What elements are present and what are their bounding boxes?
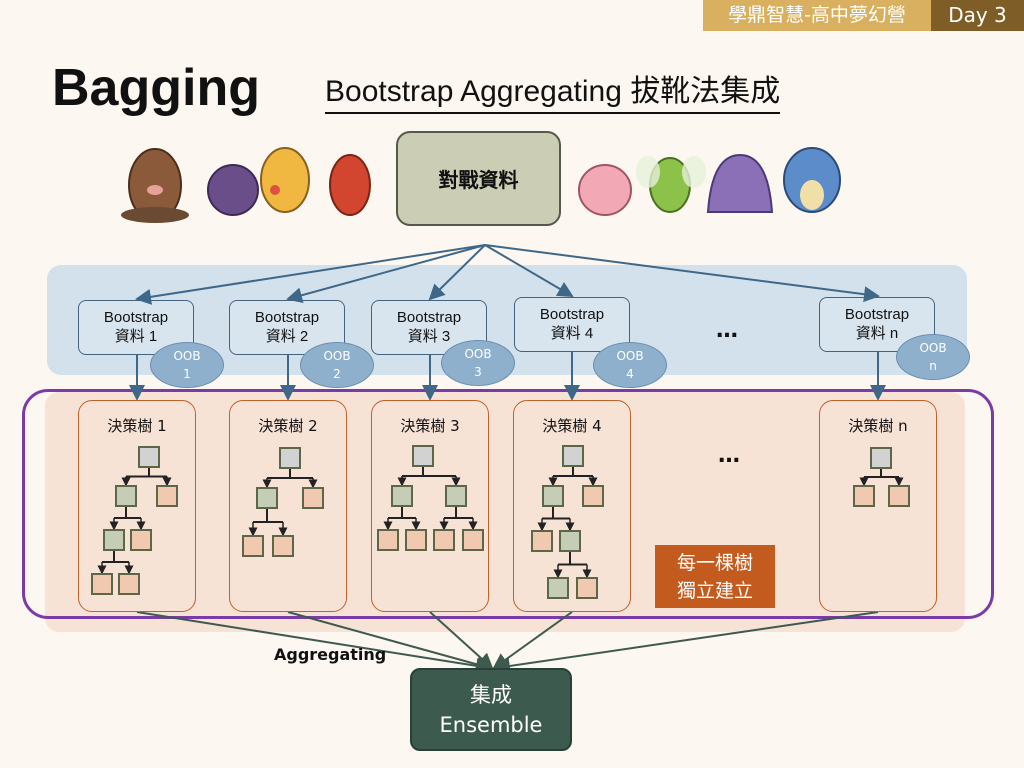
- decision-tree-card-4: 決策樹 4: [513, 400, 631, 612]
- tree-node-split: [115, 485, 137, 507]
- bootstrap-sub: 資料 n: [855, 325, 899, 342]
- tree-node-root: [562, 445, 584, 467]
- tree-node-split: [391, 485, 413, 507]
- tree-node-leaf: [576, 577, 598, 599]
- tree-band: [45, 392, 965, 632]
- pokemon-right-group: [578, 147, 841, 216]
- bootstrap-sub: 資料 2: [265, 328, 309, 345]
- tree-node-root: [412, 445, 434, 467]
- tree-node-split: [542, 485, 564, 507]
- decision-tree-card-1: 決策樹 1: [78, 400, 196, 612]
- bootstrap-box-n: Bootstrap 資料 n: [819, 297, 935, 352]
- tree-node-root: [279, 447, 301, 469]
- aggregating-arrows: [136, 611, 879, 674]
- tree-node-leaf: [433, 529, 455, 551]
- tree-node-leaf: [91, 573, 113, 595]
- bootstrap-box-2: Bootstrap 資料 2: [229, 300, 345, 355]
- tree-label: 決策樹 3: [400, 417, 460, 435]
- independent-note: 每一棵樹獨立建立: [655, 545, 775, 608]
- tree-label: 決策樹 2: [258, 417, 318, 435]
- tree-label: 決策樹 1: [107, 417, 167, 435]
- tree-group-outline: [22, 389, 994, 619]
- bootstrap-label: Bootstrap: [103, 309, 169, 326]
- decision-tree-card-n: 決策樹 n: [819, 400, 937, 612]
- tree-node-leaf: [853, 485, 875, 507]
- tree-node-leaf: [272, 535, 294, 557]
- tree-node-split: [559, 530, 581, 552]
- tree-label: 決策樹 4: [542, 417, 602, 435]
- bootstrap-sub: 資料 1: [114, 328, 158, 345]
- tree-node-leaf: [130, 529, 152, 551]
- tree-node-leaf: [118, 573, 140, 595]
- page-title: Bagging: [52, 59, 260, 117]
- bootstrap-label: Bootstrap: [844, 306, 910, 323]
- battle-data-box: 對戰資料: [396, 131, 561, 226]
- bootstrap-ellipsis: …: [716, 318, 738, 343]
- decision-tree-card-3: 決策樹 3: [371, 400, 489, 612]
- tree-node-leaf: [242, 535, 264, 557]
- aggregating-label: Aggregating: [274, 645, 387, 664]
- decision-tree-card-2: 決策樹 2: [229, 400, 347, 612]
- bootstrap-label: Bootstrap: [396, 309, 462, 326]
- bootstrap-sub: 資料 4: [550, 325, 594, 342]
- tree-node-split: [445, 485, 467, 507]
- tree-node-leaf: [377, 529, 399, 551]
- tree-node-leaf: [156, 485, 178, 507]
- tree-node-split: [256, 487, 278, 509]
- bootstrap-label: Bootstrap: [539, 306, 605, 323]
- bootstrap-sub: 資料 3: [407, 328, 451, 345]
- tree-node-leaf: [531, 530, 553, 552]
- tree-label: 決策樹 n: [848, 417, 908, 435]
- page-subtitle: Bootstrap Aggregating 拔靴法集成: [325, 66, 781, 114]
- course-banner: 學鼎智慧-高中夢幻營: [703, 0, 931, 31]
- tree-node-split: [103, 529, 125, 551]
- tree-node-leaf: [582, 485, 604, 507]
- tree-node-leaf: [462, 529, 484, 551]
- tree-ellipsis: …: [718, 443, 740, 468]
- tree-node-root: [138, 446, 160, 468]
- tree-node-root: [870, 447, 892, 469]
- day-badge: Day 3: [931, 0, 1024, 31]
- bootstrap-label: Bootstrap: [254, 309, 320, 326]
- bootstrap-box-4: Bootstrap 資料 4: [514, 297, 630, 352]
- pokemon-left-group: [121, 147, 371, 223]
- tree-node-split: [547, 577, 569, 599]
- tree-node-leaf: [405, 529, 427, 551]
- split-arrows: [129, 244, 886, 401]
- tree-node-leaf: [888, 485, 910, 507]
- tree-node-leaf: [302, 487, 324, 509]
